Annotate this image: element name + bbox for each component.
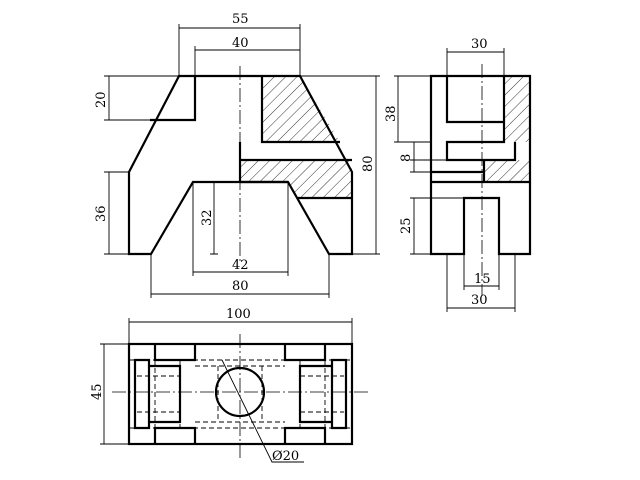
top-dimensions: 100 45 Ø20 bbox=[90, 307, 353, 464]
top-outline bbox=[127, 342, 354, 446]
side-section-hatch-upper bbox=[504, 76, 530, 142]
dim-36: 36 bbox=[94, 205, 109, 222]
front-view bbox=[127, 66, 354, 262]
front-section-hatch-lower bbox=[240, 160, 352, 198]
dim-100: 100 bbox=[226, 307, 251, 322]
side-outline bbox=[429, 74, 532, 256]
dim-30-top: 30 bbox=[471, 37, 488, 52]
dim-38: 38 bbox=[384, 105, 399, 122]
dim-20: 20 bbox=[94, 91, 109, 108]
dim-diameter-20: Ø20 bbox=[272, 449, 299, 464]
dim-55: 55 bbox=[232, 12, 249, 27]
dim-32: 32 bbox=[200, 209, 215, 226]
dim-30-bottom: 30 bbox=[471, 293, 488, 308]
front-dimensions: 55 40 20 36 80 32 42 80 bbox=[94, 12, 380, 298]
dim-80-horizontal: 80 bbox=[232, 279, 249, 294]
dim-42: 42 bbox=[232, 258, 249, 273]
side-inner-lines bbox=[431, 76, 530, 184]
dim-25: 25 bbox=[399, 217, 414, 234]
top-view bbox=[112, 334, 368, 458]
front-section-hatch-upper bbox=[262, 76, 340, 142]
dim-45: 45 bbox=[90, 383, 105, 400]
dim-8: 8 bbox=[399, 154, 414, 162]
side-view bbox=[429, 64, 532, 296]
side-section-hatch-lower bbox=[484, 160, 530, 182]
side-dimensions: 30 38 8 25 15 30 bbox=[384, 37, 516, 312]
dim-15: 15 bbox=[474, 272, 491, 287]
dim-40: 40 bbox=[232, 36, 249, 51]
front-notch bbox=[150, 76, 197, 122]
dim-80-vertical: 80 bbox=[361, 155, 376, 172]
